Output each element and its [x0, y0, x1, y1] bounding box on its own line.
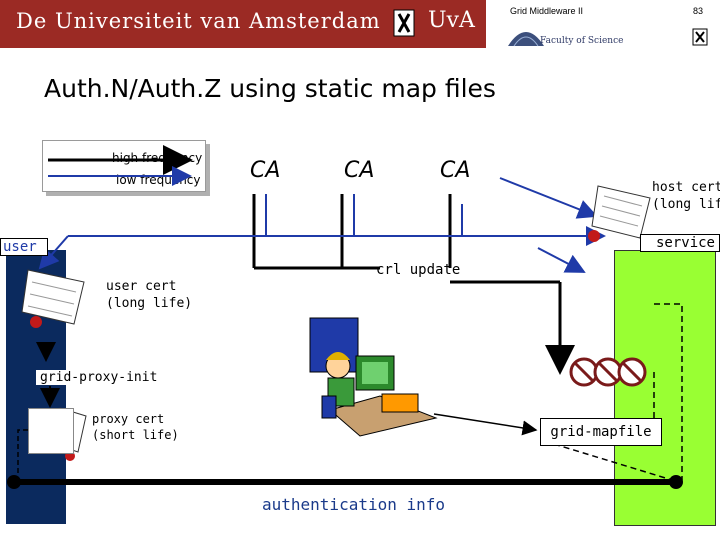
- rail-left-cap: [7, 475, 21, 489]
- host-cert-life-label: (long life): [652, 197, 720, 212]
- ca-label-1: CA: [250, 158, 281, 183]
- grid-proxy-init-label: grid-proxy-init: [36, 370, 162, 385]
- grid-mapfile-box: grid-mapfile: [540, 418, 662, 446]
- service-dashed-top: [654, 303, 683, 480]
- page-number: 83: [693, 6, 704, 16]
- host-cert-arrow: [499, 177, 598, 219]
- user-cert-scroll-icon: [21, 269, 85, 328]
- ca-label-2: CA: [344, 158, 375, 183]
- rail-right-cap: [669, 475, 683, 489]
- host-cert-scroll-icon: [588, 185, 651, 242]
- crl-to-service-arrow: [537, 247, 586, 273]
- deny-icons: [569, 357, 647, 387]
- proxy-cert-label: proxy cert: [92, 412, 165, 426]
- proxy-cert-box: [28, 408, 74, 454]
- mapfile-dashed-link: [553, 443, 673, 481]
- crest-small-icon: [692, 28, 708, 46]
- service-header: service: [640, 234, 720, 252]
- user-header: user: [0, 238, 48, 256]
- uva-logo-text: UvA: [428, 8, 475, 33]
- university-crest-icon: [393, 9, 415, 37]
- authentication-info-label: authentication info: [262, 495, 446, 514]
- proxy-dashed-link: [17, 429, 28, 476]
- faculty-name: Faculty of Science: [540, 36, 624, 46]
- auth-to-mapfile-arrow: [433, 413, 538, 436]
- crl-update-label: crl update: [376, 262, 461, 278]
- user-cert-arrow: [38, 235, 69, 270]
- university-name: De Universiteit van Amsterdam: [16, 9, 381, 33]
- proxy-cert-life-label: (short life): [92, 428, 179, 442]
- ca-label-3: CA: [440, 158, 471, 183]
- course-title: Grid Middleware II: [510, 6, 584, 16]
- user-cert-label: user cert: [106, 279, 177, 294]
- faculty-logo-icon: [508, 32, 544, 47]
- host-cert-label: host cert: [652, 180, 720, 195]
- slide-title: Auth.N/Auth.Z using static map files: [44, 74, 496, 103]
- user-cert-life-label: (long life): [106, 296, 193, 311]
- person-at-computer-icon: [309, 317, 438, 437]
